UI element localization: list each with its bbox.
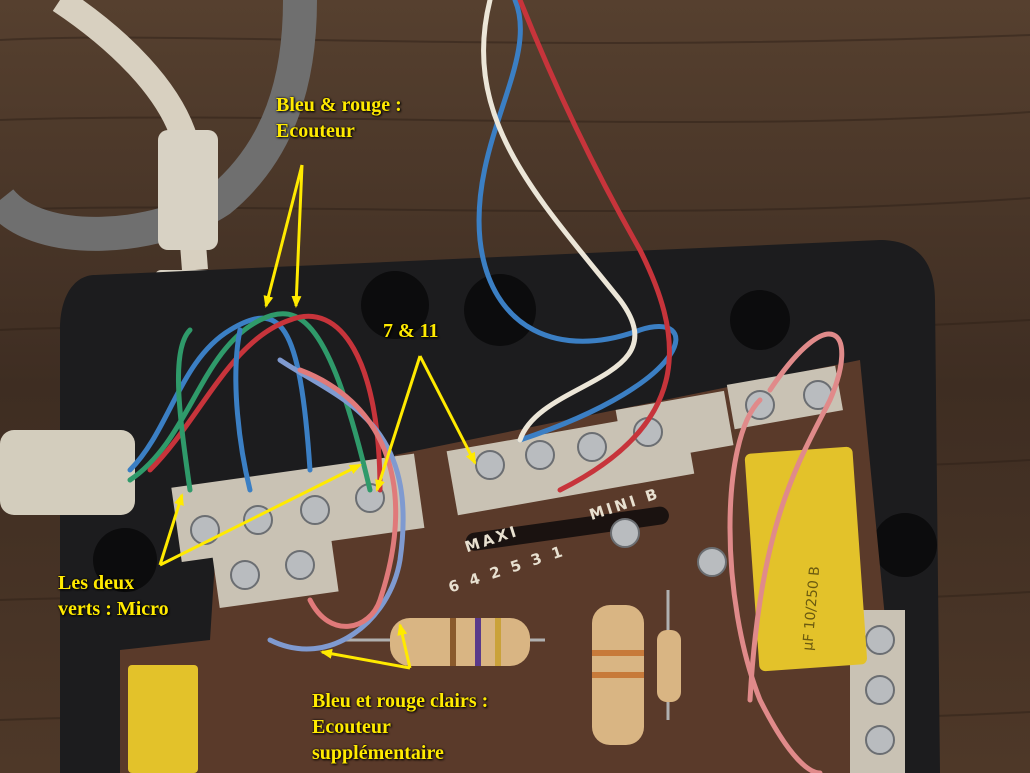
case-post-center xyxy=(464,274,536,346)
annotation-micro-line-1: Les deux xyxy=(58,572,135,594)
annotation-supplementaire-line-1: Bleu et rouge clairs : xyxy=(312,690,489,712)
annotation-terminals: 7 & 11 xyxy=(383,318,439,344)
terminal-screws xyxy=(190,380,895,755)
case-screw-hole-left xyxy=(93,528,157,592)
arrow-711-right xyxy=(418,355,477,465)
pcb-board xyxy=(120,360,900,773)
case-post-top xyxy=(361,271,429,339)
arrow-ecouteur-blue xyxy=(263,164,304,308)
arrow-711-left xyxy=(375,355,422,492)
annotation-micro: Les deux verts : Micro xyxy=(58,570,169,622)
annotation-terminals-line-1: 7 & 11 xyxy=(383,320,439,342)
arrow-micro-right xyxy=(159,463,362,567)
arrow-supp-right xyxy=(397,623,412,669)
annotation-ecouteur-line-1: Bleu & rouge : xyxy=(276,94,402,116)
annotation-ecouteur: Bleu & rouge : Ecouteur xyxy=(276,92,402,144)
annotation-micro-line-2: verts : Micro xyxy=(58,598,169,620)
arrow-micro-left xyxy=(158,493,184,566)
arrow-ecouteur-red xyxy=(291,164,304,308)
grey-cord xyxy=(0,0,317,251)
annotation-ecouteur-line-2: Ecouteur xyxy=(276,120,355,142)
case-screw-hole-right xyxy=(873,513,937,577)
resistor-vertical-large xyxy=(592,605,644,745)
case-post-right xyxy=(730,290,790,350)
resistor-vertical-small xyxy=(657,590,681,720)
resistor-horizontal xyxy=(345,618,545,666)
pcb-slot xyxy=(465,506,669,551)
arrow-supp-left xyxy=(320,648,411,670)
yellow-capacitor xyxy=(744,446,867,672)
cord-strain-relief xyxy=(158,130,218,250)
annotation-supplementaire-line-2: Ecouteur xyxy=(312,716,391,738)
annotation-arrows xyxy=(158,164,477,670)
annotation-supplementaire-line-3: supplémentaire xyxy=(312,742,444,764)
annotation-supplementaire: Bleu et rouge clairs : Ecouteur suppléme… xyxy=(312,688,488,766)
side-connector xyxy=(0,430,135,515)
wires xyxy=(127,0,845,773)
small-yellow-capacitor xyxy=(128,665,198,773)
